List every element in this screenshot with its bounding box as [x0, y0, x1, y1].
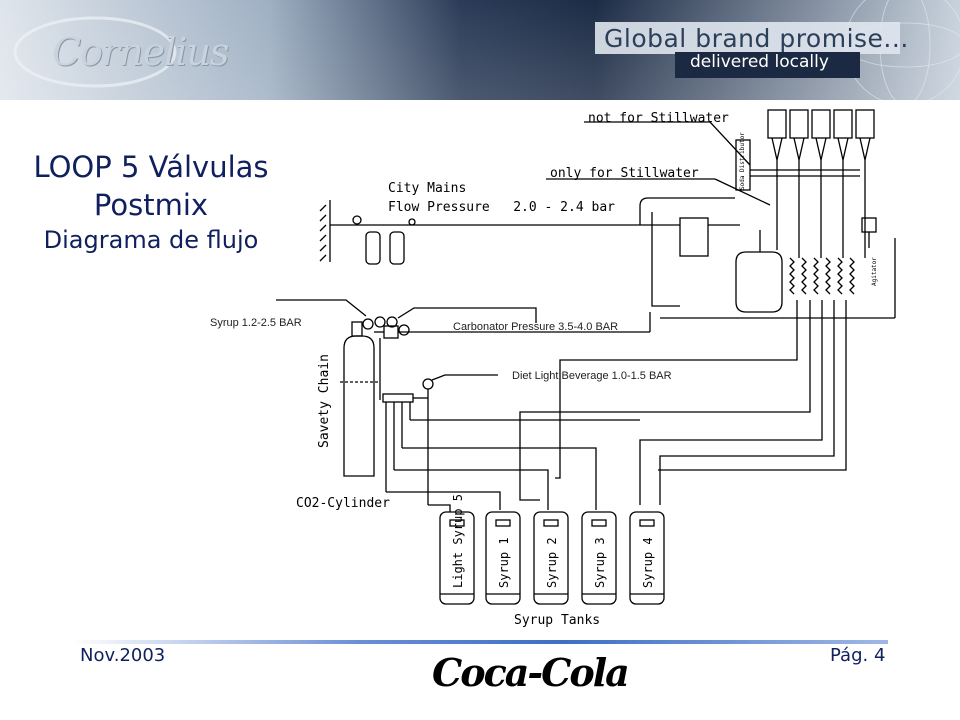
tank-label: Syrup 2	[545, 537, 559, 588]
coca-cola-logo: Coca-Cola	[432, 650, 630, 695]
label-carbonator-pressure: Carbonator Pressure 3.5-4.0 BAR	[453, 321, 618, 333]
header-banner: Cornelius Global brand promise... delive…	[0, 0, 960, 100]
slide-title: LOOP 5 Válvulas	[33, 150, 269, 184]
tank-label: Syrup 3	[593, 537, 607, 588]
label-only-stillwater: only for Stillwater	[550, 166, 699, 181]
label-flow-pressure: Flow Pressure 2.0 - 2.4 bar	[388, 200, 615, 215]
label-city-mains: City Mains	[388, 181, 466, 196]
slide-subtitle: Postmix	[93, 188, 209, 222]
dispense-valves	[767, 109, 875, 161]
tank-label: Syrup 1	[497, 537, 511, 588]
footer-page-number: Pág. 4	[830, 645, 886, 666]
cooling-coils	[789, 257, 855, 295]
slide-caption: Diagrama de flujo	[43, 226, 259, 254]
label-agitator: Agitator	[871, 257, 878, 286]
footer-divider	[72, 640, 888, 644]
cornelius-logo: Cornelius	[52, 30, 229, 74]
label-co2-cylinder: CO2-Cylinder	[296, 496, 390, 511]
label-soda-distributor: Soda Distributor	[739, 132, 746, 190]
label-syrup-pressure: Syrup 1.2-2.5 BAR	[210, 317, 302, 329]
brand-promise-line2: delivered locally	[690, 52, 829, 72]
banner-background	[0, 0, 960, 100]
footer-date: Nov.2003	[80, 645, 166, 666]
co2-cylinder	[343, 335, 375, 477]
brand-promise-line1: Global brand promise...	[604, 24, 909, 53]
soda-distributor	[735, 139, 751, 191]
label-safety-chain: Savety Chain	[317, 354, 332, 448]
pump	[679, 217, 709, 257]
tank-label: Light Syrup 5	[451, 494, 465, 588]
carbonator-tank	[735, 251, 783, 313]
label-diet-pressure: Diet Light Beverage 1.0-1.5 BAR	[512, 370, 672, 382]
label-syrup-tanks: Syrup Tanks	[514, 613, 600, 628]
label-not-stillwater: not for Stillwater	[588, 111, 729, 126]
tank-label: Syrup 4	[641, 537, 655, 588]
tank-labels: Light Syrup 5 Syrup 1 Syrup 2 Syrup 3 Syrup …	[451, 494, 655, 588]
syrup-tanks	[439, 511, 665, 605]
agitator	[861, 217, 877, 233]
